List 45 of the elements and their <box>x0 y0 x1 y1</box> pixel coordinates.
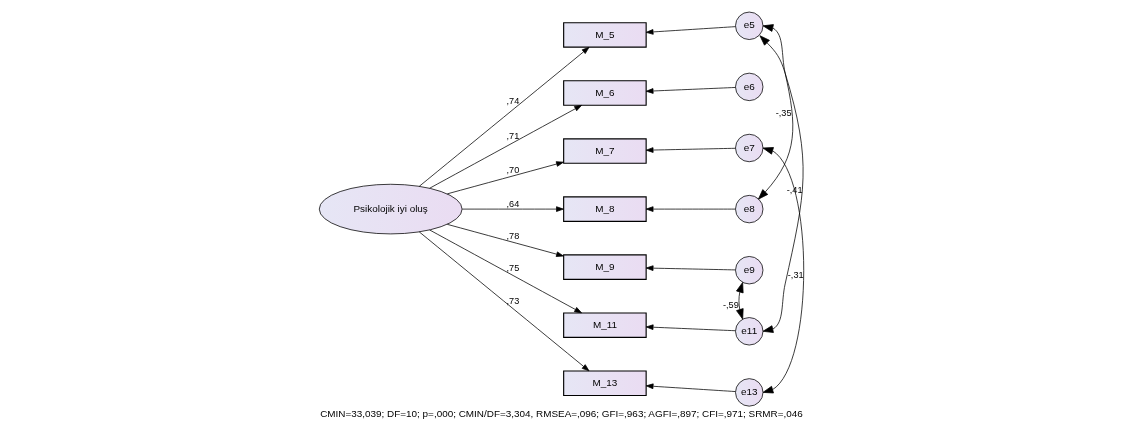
edge-label: ,70 <box>506 164 520 175</box>
edge-label: -,59 <box>723 299 739 310</box>
node-box: M_8 <box>563 195 647 222</box>
caption: CMIN=33,039; DF=10; p=,000; CMIN/DF=3,304, RMSEA=,096; GFI=,963; AGFI=,897; CFI=,971; SRMR=,046 <box>320 407 803 419</box>
arrow <box>645 323 736 331</box>
arrow <box>461 205 564 212</box>
node-box: M_7 <box>563 137 647 164</box>
node-circle: e6 <box>735 72 764 101</box>
node-circle: e5 <box>735 11 764 40</box>
edge-label: ,71 <box>506 130 520 141</box>
node-box: M_13 <box>563 369 647 396</box>
arrow <box>736 281 744 319</box>
node-circle: e8 <box>735 194 764 223</box>
arrow <box>759 34 804 333</box>
arrow <box>762 146 805 393</box>
node-box: M_6 <box>563 79 647 106</box>
arrow <box>645 86 736 94</box>
arrow <box>418 231 590 371</box>
arrow <box>446 160 564 194</box>
node-circle: e7 <box>735 133 764 162</box>
arrow <box>645 146 736 153</box>
node-box: M_9 <box>563 253 647 280</box>
edge-label: -,41 <box>786 184 803 195</box>
node-box: M_5 <box>563 21 647 48</box>
edge-label: ,73 <box>506 295 520 305</box>
node-circle: e9 <box>735 255 764 284</box>
node-ellipse: Psikolojik iyi oluş <box>318 183 463 234</box>
edge-label: ,74 <box>506 95 520 106</box>
edge-label: -,35 <box>775 107 792 118</box>
arrow <box>645 205 736 212</box>
arrow <box>429 229 582 313</box>
arrow <box>645 383 736 392</box>
node-circle: e13 <box>735 377 764 406</box>
edge-label: -,31 <box>787 269 804 280</box>
node-box: M_11 <box>563 311 647 338</box>
arrow <box>446 223 564 257</box>
arrow <box>429 104 582 189</box>
arrow <box>645 264 736 271</box>
arrow <box>418 46 590 187</box>
edge-label: ,78 <box>506 230 520 241</box>
edge-label: ,75 <box>506 262 520 273</box>
node-circle: e11 <box>735 316 764 345</box>
edge-label: ,64 <box>506 198 520 208</box>
arrow <box>758 23 794 200</box>
arrow <box>645 25 736 35</box>
